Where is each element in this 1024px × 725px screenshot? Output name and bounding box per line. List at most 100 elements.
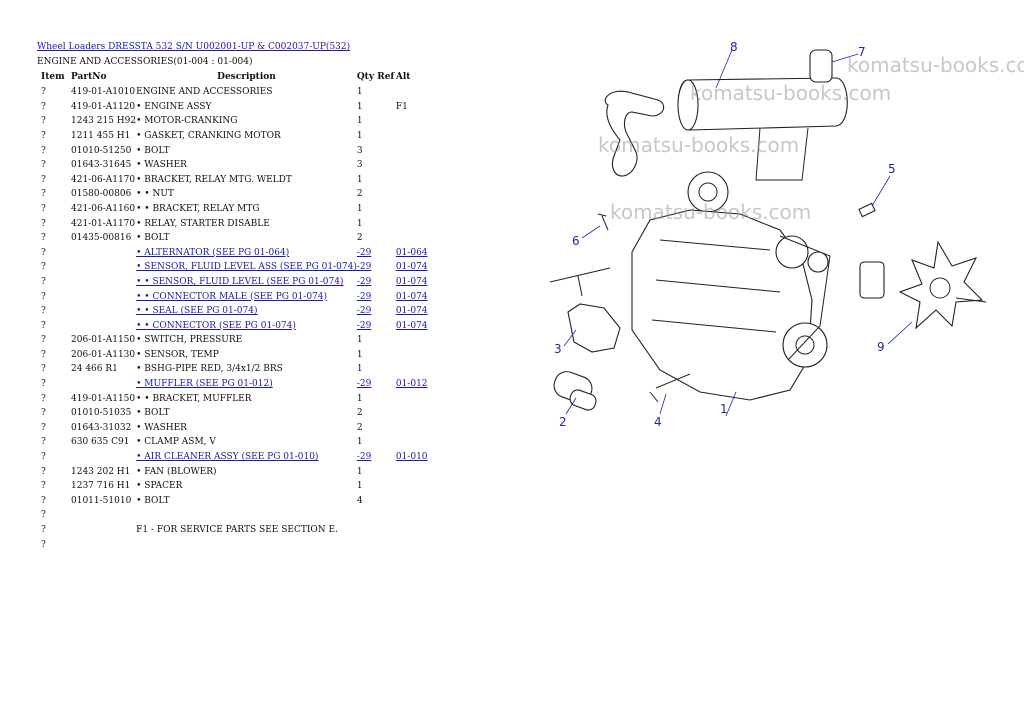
row-alt-link[interactable]: 01-012	[395, 379, 428, 390]
row-qty-link[interactable]: -29	[356, 452, 372, 463]
row-alt	[396, 362, 436, 377]
row-item: ?	[41, 87, 46, 98]
row-description-link[interactable]: • SENSOR, FLUID LEVEL ASS (SEE PG 01-074…	[136, 262, 357, 273]
row-alt	[396, 202, 436, 217]
row-alt-link[interactable]: 01-074	[395, 262, 428, 273]
row-item: ?	[41, 335, 46, 346]
row-description: • BRACKET, RELAY MTG. WELDT	[136, 174, 292, 185]
fan-bolt	[955, 297, 987, 303]
row-qty: 2	[356, 189, 363, 200]
row-item: ?	[41, 247, 46, 258]
row-description: • FAN (BLOWER)	[136, 466, 217, 477]
row-alt-link[interactable]: 01-074	[395, 306, 428, 317]
row-description-link[interactable]: • ALTERNATOR (SEE PG 01-064)	[136, 247, 290, 258]
row-partno: 1243 202 H1	[71, 466, 131, 477]
row-partno	[71, 377, 136, 392]
row-alt	[396, 333, 436, 348]
row-partno: 01580-00806	[71, 189, 132, 200]
parts-list-panel: Wheel Loaders DRESSTA 532 S/N U002001-UP…	[37, 40, 437, 552]
idler-pulley	[807, 251, 829, 273]
row-alt	[396, 348, 436, 363]
watermark-2: komatsu-books.com	[690, 81, 891, 105]
leader-9	[887, 321, 913, 345]
row-qty-link[interactable]: -29	[356, 320, 372, 331]
row-item: ?	[41, 466, 46, 477]
row-description: • SPACER	[136, 481, 183, 492]
row-partno: 419-01-A1150	[71, 393, 136, 404]
row-item: ?	[41, 203, 46, 214]
row-partno: 1243 215 H92	[71, 116, 137, 127]
row-qty-link[interactable]: -29	[356, 262, 372, 273]
row-alt-link[interactable]: 01-064	[395, 247, 428, 258]
engine-exploded-diagram: 1 2 3 4 5 6 7 8 9 komatsu-books.com koma…	[549, 40, 1024, 429]
row-qty: 2	[356, 408, 363, 419]
row-alt	[396, 435, 436, 450]
row-qty-link[interactable]: -29	[356, 276, 372, 287]
row-description	[136, 538, 357, 553]
col-ref: Ref	[377, 71, 395, 82]
row-alt-link[interactable]: 01-074	[395, 291, 428, 302]
row-alt-link[interactable]: 01-074	[395, 320, 428, 331]
table-row[interactable]: ? • • SEAL (SEE PG 01-074) -29 01-074	[37, 304, 436, 319]
col-description: Description	[217, 71, 276, 82]
row-description-link[interactable]: • MUFFLER (SEE PG 01-012)	[136, 379, 273, 390]
row-partno: 1211 455 H1	[71, 130, 131, 141]
row-partno: 01011-51010	[71, 495, 132, 506]
row-item: ?	[41, 349, 46, 360]
row-partno: 630 635 C91	[71, 437, 130, 448]
row-alt	[396, 187, 436, 202]
row-item: ?	[41, 525, 46, 535]
row-description-link[interactable]: • • CONNECTOR (SEE PG 01-074)	[136, 320, 296, 331]
watermark-4: komatsu-books.com	[610, 200, 811, 224]
callout-7: 7	[858, 45, 866, 59]
drive-belt	[779, 235, 831, 361]
table-row: ?F1 - FOR SERVICE PARTS SEE SECTION E.	[37, 523, 436, 538]
row-alt-link[interactable]: 01-010	[395, 452, 428, 463]
cranking-solenoid	[569, 389, 597, 411]
row-qty-link[interactable]: -29	[356, 306, 372, 317]
row-alt	[396, 523, 436, 538]
table-row[interactable]: ?• SENSOR, FLUID LEVEL ASS (SEE PG 01-07…	[37, 260, 436, 275]
row-alt-link[interactable]: 01-074	[395, 276, 428, 287]
row-qty: 1	[356, 481, 363, 492]
row-description-link[interactable]: • • SEAL (SEE PG 01-074)	[136, 306, 258, 317]
row-qty-link[interactable]: -29	[356, 247, 372, 258]
callout-1: 1	[720, 402, 728, 416]
leader-1	[725, 391, 737, 417]
table-row[interactable]: ?• • SENSOR, FLUID LEVEL (SEE PG 01-074)…	[37, 275, 436, 290]
row-qty: 2	[356, 233, 363, 244]
parts-table: Item PartNo Description Qty Ref Alt ?419…	[37, 69, 436, 552]
machine-title-link[interactable]: Wheel Loaders DRESSTA 532 S/N U002001-UP…	[37, 42, 351, 52]
row-description: • • NUT	[136, 189, 174, 200]
row-partno: 421-06-A1160	[71, 203, 136, 214]
table-row[interactable]: ? • ALTERNATOR (SEE PG 01-064) -29 01-064	[37, 246, 436, 261]
row-partno	[71, 319, 136, 334]
leader-3	[563, 329, 577, 347]
row-qty: 1	[356, 218, 363, 229]
row-partno	[71, 275, 136, 290]
row-description-link[interactable]: • AIR CLEANER ASSY (SEE PG 01-010)	[136, 452, 319, 463]
relay-mount-strip	[549, 267, 611, 297]
row-partno: 01643-31032	[71, 422, 132, 433]
row-qty-link[interactable]: -29	[356, 379, 372, 390]
row-item: ?	[41, 116, 46, 127]
row-description-link[interactable]: • • CONNECTOR MALE (SEE PG 01-074)	[136, 291, 328, 302]
row-alt	[396, 173, 436, 188]
row-partno: 419-01-A1120	[71, 101, 136, 112]
pressure-switch	[858, 202, 876, 218]
row-alt	[396, 421, 436, 436]
row-item: ?	[41, 306, 46, 317]
watermark-1: komatsu-books.com	[847, 53, 1024, 77]
row-item: ?	[41, 393, 46, 404]
row-description-link[interactable]: • • SENSOR, FLUID LEVEL (SEE PG 01-074)	[136, 276, 344, 287]
row-qty-link[interactable]: -29	[356, 291, 372, 302]
